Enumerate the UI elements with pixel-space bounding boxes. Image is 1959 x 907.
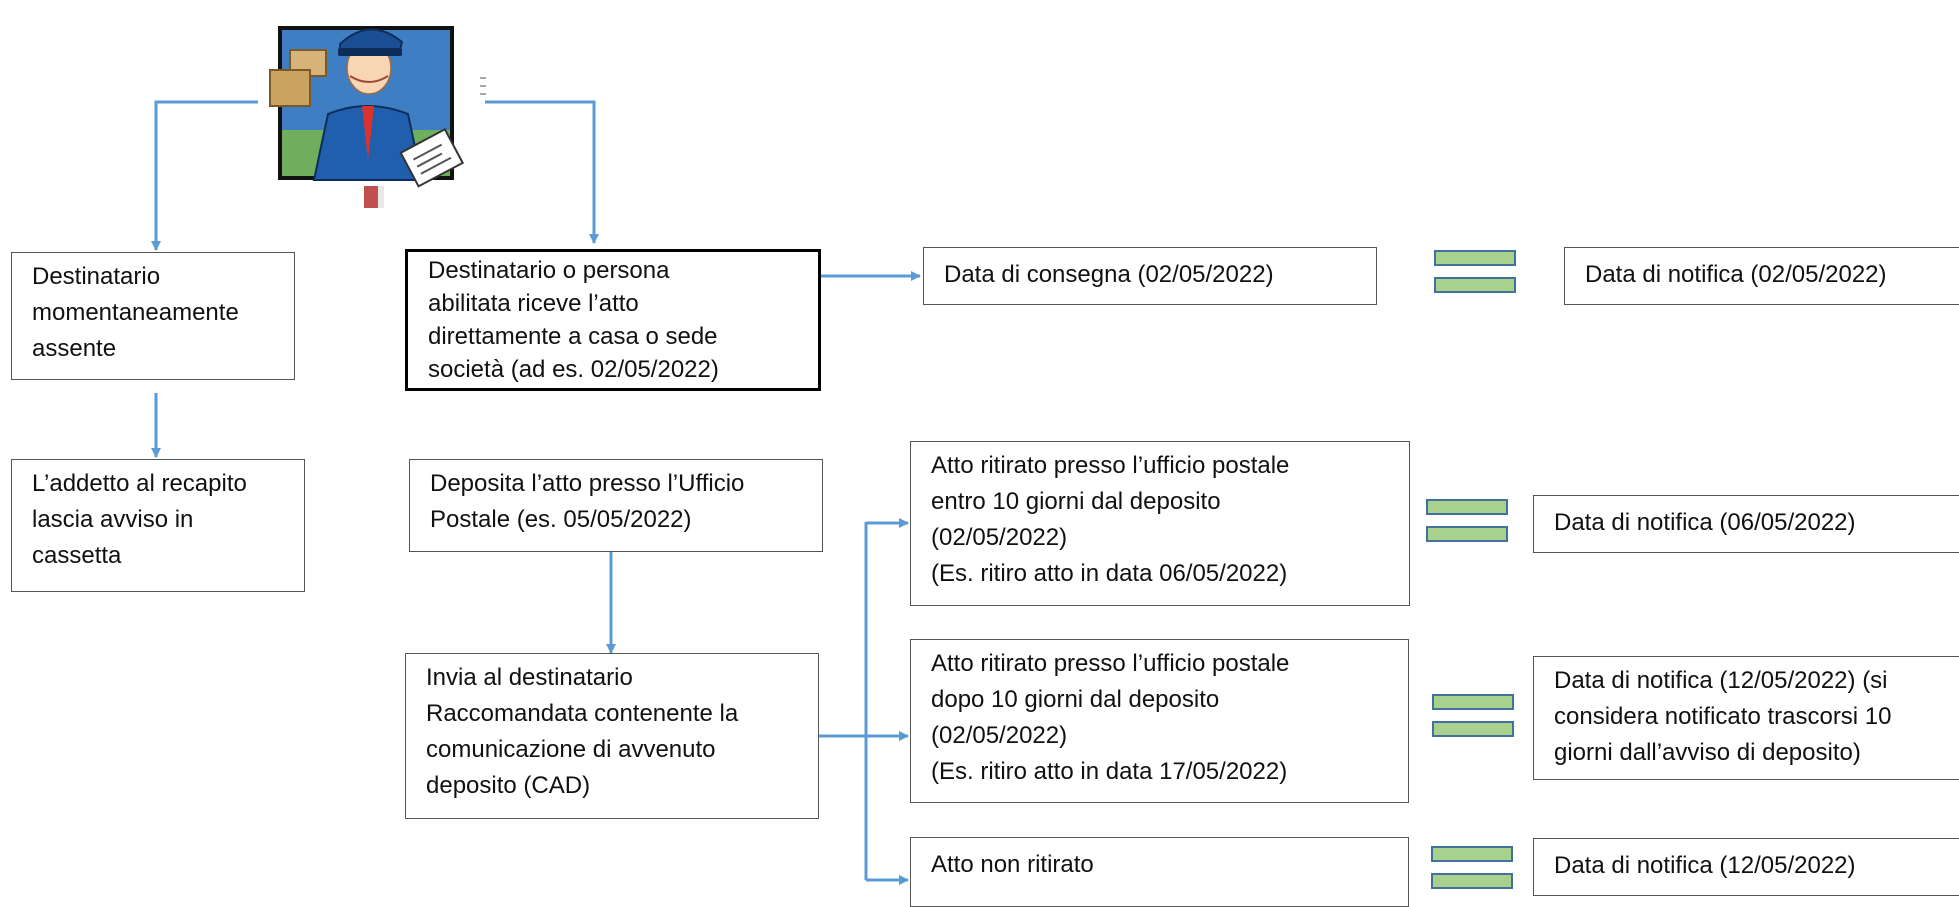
- outcome-result-box: Data di notifica (12/05/2022) (si consid…: [1533, 656, 1959, 780]
- outcome-result-box: Data di notifica (06/05/2022): [1533, 495, 1959, 553]
- cad-letter-box: Invia al destinatario Raccomandata conte…: [405, 653, 819, 819]
- arrow-postman-to-absent: [151, 100, 258, 251]
- outcome-condition-box: Atto ritirato presso l’ufficio postale e…: [910, 441, 1410, 606]
- outcome-condition-box: Atto ritirato presso l’ufficio postale d…: [910, 639, 1409, 803]
- outcome-condition-box: Atto non ritirato: [910, 837, 1409, 907]
- absent-recipient-box: Destinatario momentaneamente assente: [11, 252, 295, 380]
- post-office-deposit-box: Deposita l’atto presso l’Ufficio Postale…: [409, 459, 823, 552]
- recipient-received-box: Destinatario o persona abilitata riceve …: [405, 249, 821, 391]
- outcome-result-box: Data di notifica (12/05/2022): [1533, 838, 1959, 896]
- equals-icon: [1431, 846, 1513, 890]
- equals-icon: [1434, 250, 1516, 294]
- delivery-date-box: Data di consegna (02/05/2022): [923, 247, 1377, 305]
- equals-icon: [1426, 499, 1508, 543]
- arrow-postman-to-received: [485, 100, 599, 244]
- notice-left-box: L’addetto al recapito lascia avviso in c…: [11, 459, 305, 592]
- notification-date-box: Data di notifica (02/05/2022): [1564, 247, 1959, 305]
- postman-icon: [269, 26, 486, 208]
- equals-icon: [1432, 694, 1514, 738]
